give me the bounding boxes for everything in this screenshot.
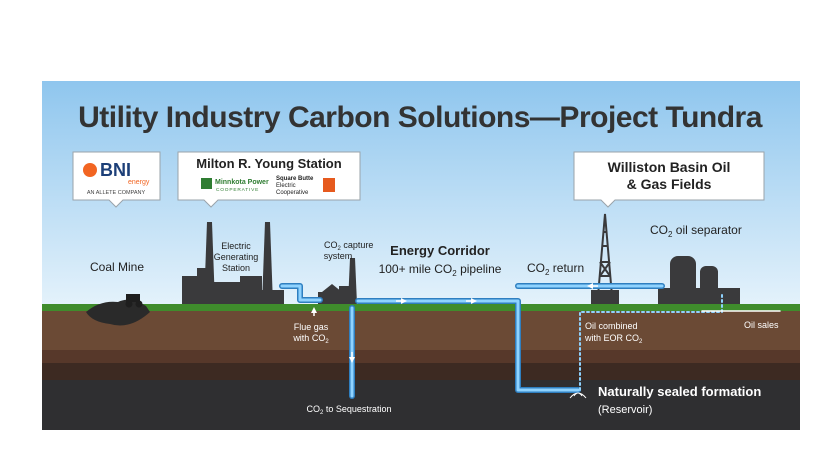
bni-logo-icon <box>83 163 97 177</box>
generating-station <box>182 222 284 304</box>
minnkota-coop: COOPERATIVE <box>216 187 259 193</box>
tractor-icon <box>125 294 143 308</box>
square-butte-logo-icon <box>323 178 335 192</box>
bni-logo-sub: energy <box>128 179 150 186</box>
oil-sales-label: Oil sales <box>744 320 779 330</box>
diagram-title: Utility Industry Carbon Solutions—Projec… <box>78 101 763 134</box>
oil-separator-label: CO2 oil separator <box>650 223 742 239</box>
sequestration-label: CO2 to Sequestration <box>307 404 392 416</box>
square-butte-3: Cooperative <box>276 190 309 196</box>
bni-tagline: AN ALLETE COMPANY <box>87 190 146 196</box>
oil-combined-label-2: with EOR CO2 <box>584 333 643 345</box>
square-butte-1: Square Butte <box>276 176 314 182</box>
energy-corridor-label: Energy Corridor <box>390 243 490 258</box>
flue-gas-label-1: Flue gas <box>294 322 329 332</box>
reservoir-label: (Reservoir) <box>598 404 652 416</box>
flue-gas-label-2: with CO2 <box>292 333 329 345</box>
smokestack-icon <box>262 222 273 304</box>
grass-strip <box>42 304 800 311</box>
station-label-2: Generating <box>214 252 259 262</box>
soil-layer-2 <box>42 350 800 363</box>
capture-label-1: CO2 capture <box>324 240 373 252</box>
oil-derrick-icon <box>591 213 619 304</box>
separator-tank-icon <box>658 256 740 304</box>
oil-combined-label-1: Oil combined <box>585 321 638 331</box>
square-butte-2: Electric <box>276 183 296 189</box>
minnkota-name: Minnkota Power <box>215 179 269 186</box>
williston-line-1: Williston Basin Oil <box>608 159 731 175</box>
bni-logo-text: BNI <box>100 160 131 180</box>
capture-label-2: system <box>324 251 353 261</box>
williston-line-2: & Gas Fields <box>627 176 712 192</box>
station-label-1: Electric <box>221 241 251 251</box>
pipeline-label: 100+ mile CO2 pipeline <box>379 262 502 278</box>
milton-callout: Milton R. Young Station Minnkota Power C… <box>177 151 361 208</box>
reservoir-injection-icon <box>569 392 587 399</box>
milton-title: Milton R. Young Station <box>196 156 341 171</box>
coal-mine-label: Coal Mine <box>90 260 144 274</box>
williston-callout: Williston Basin Oil & Gas Fields <box>573 151 765 208</box>
sealed-formation-label: Naturally sealed formation <box>598 384 761 399</box>
station-label-3: Station <box>222 263 250 273</box>
soil-layer-3 <box>42 363 800 380</box>
pipeline-network <box>279 283 781 399</box>
rock-layer <box>42 380 800 430</box>
bni-callout: BNI energy AN ALLETE COMPANY <box>72 151 161 208</box>
minnkota-logo-icon <box>201 178 212 189</box>
coal-mine: Coal Mine <box>86 260 150 326</box>
flow-arrows <box>311 283 598 363</box>
capture-system <box>318 258 357 304</box>
soil-layer-1 <box>42 310 800 350</box>
co2-return-label: CO2 return <box>527 261 584 277</box>
coal-pile-icon <box>86 299 150 326</box>
